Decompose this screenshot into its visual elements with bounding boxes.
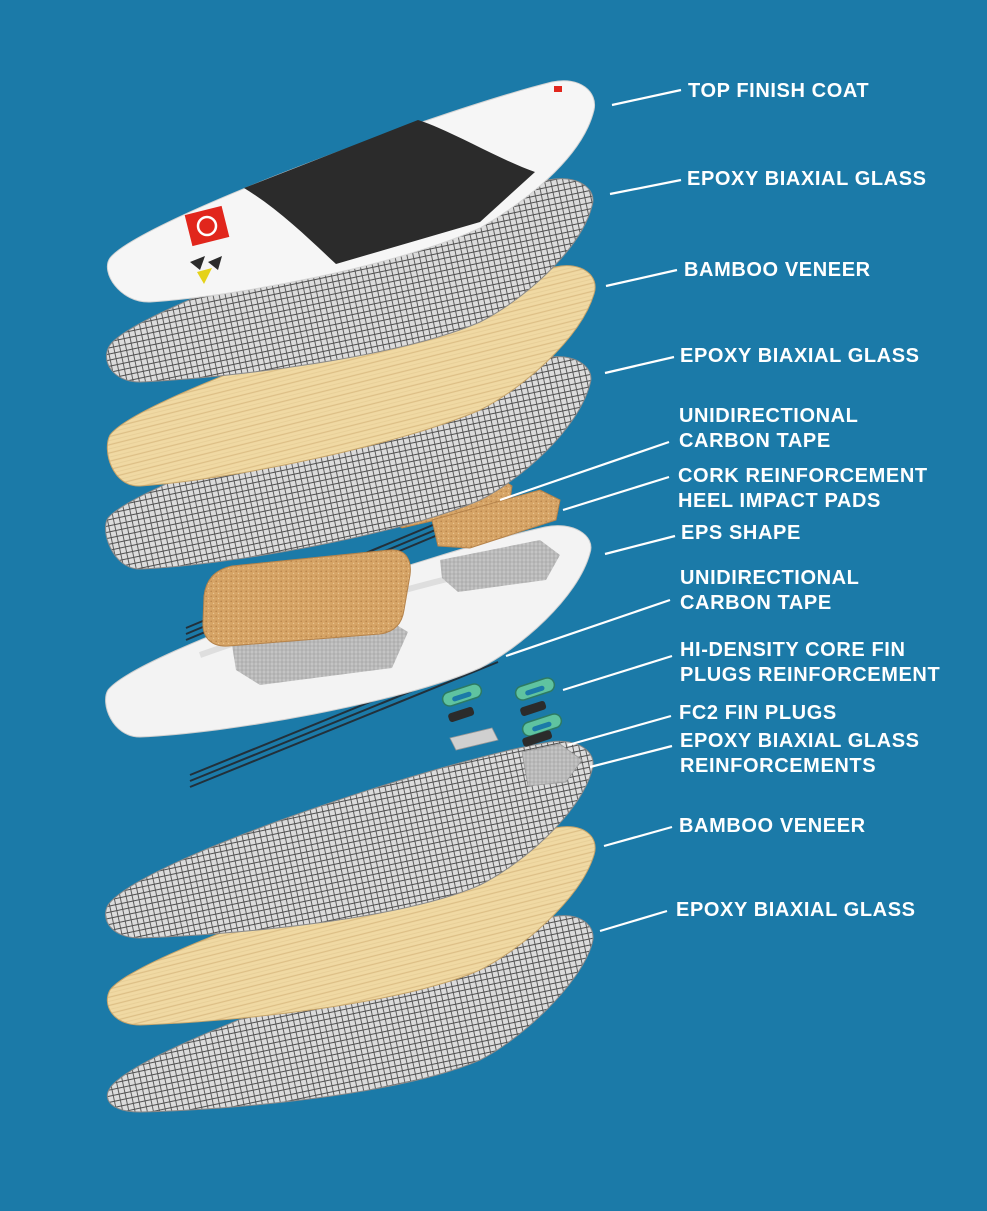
epoxy-biaxial-glass-lower-layer <box>105 740 594 939</box>
label-epoxy-glass-reinforcements: EPOXY BIAXIAL GLASS REINFORCEMENTS <box>680 730 920 777</box>
cork-pad-right-lower <box>431 489 561 549</box>
label-hi-density-core: HI-DENSITY CORE FIN PLUGS REINFORCEMENT <box>680 639 941 686</box>
label-unidirectional-carbon-tape-1: UNIDIRECTIONAL CARBON TAPE <box>679 405 859 452</box>
top-coat-corner-mark <box>554 86 562 92</box>
label-fc2-fin-plugs: FC2 FIN PLUGS <box>679 702 837 724</box>
label-bamboo-veneer-2: BAMBOO VENEER <box>679 815 866 837</box>
label-top-finish-coat: TOP FINISH COAT <box>688 80 870 102</box>
eps-insert-right <box>440 540 560 592</box>
brand-star-icon <box>190 256 222 284</box>
label-cork-reinforcement: CORK REINFORCEMENT HEEL IMPACT PADS <box>678 465 928 512</box>
label-unidirectional-carbon-tape-2: UNIDIRECTIONAL CARBON TAPE <box>680 567 860 614</box>
brand-badge-mark <box>196 215 218 237</box>
brand-badge <box>184 205 230 247</box>
fin-plug-group <box>441 677 563 751</box>
top-coat-traction-pad <box>244 120 535 264</box>
label-epoxy-biaxial-glass-2: EPOXY BIAXIAL GLASS <box>680 345 920 367</box>
leader-lines <box>499 88 682 933</box>
label-epoxy-biaxial-glass-3: EPOXY BIAXIAL GLASS <box>676 899 916 921</box>
label-eps-shape: EPS SHAPE <box>681 522 801 544</box>
label-epoxy-biaxial-glass-1: EPOXY BIAXIAL GLASS <box>687 168 927 190</box>
label-bamboo-veneer-1: BAMBOO VENEER <box>684 259 871 281</box>
cork-pad-left <box>202 549 411 647</box>
glass-reinforcement-patch <box>521 743 583 787</box>
